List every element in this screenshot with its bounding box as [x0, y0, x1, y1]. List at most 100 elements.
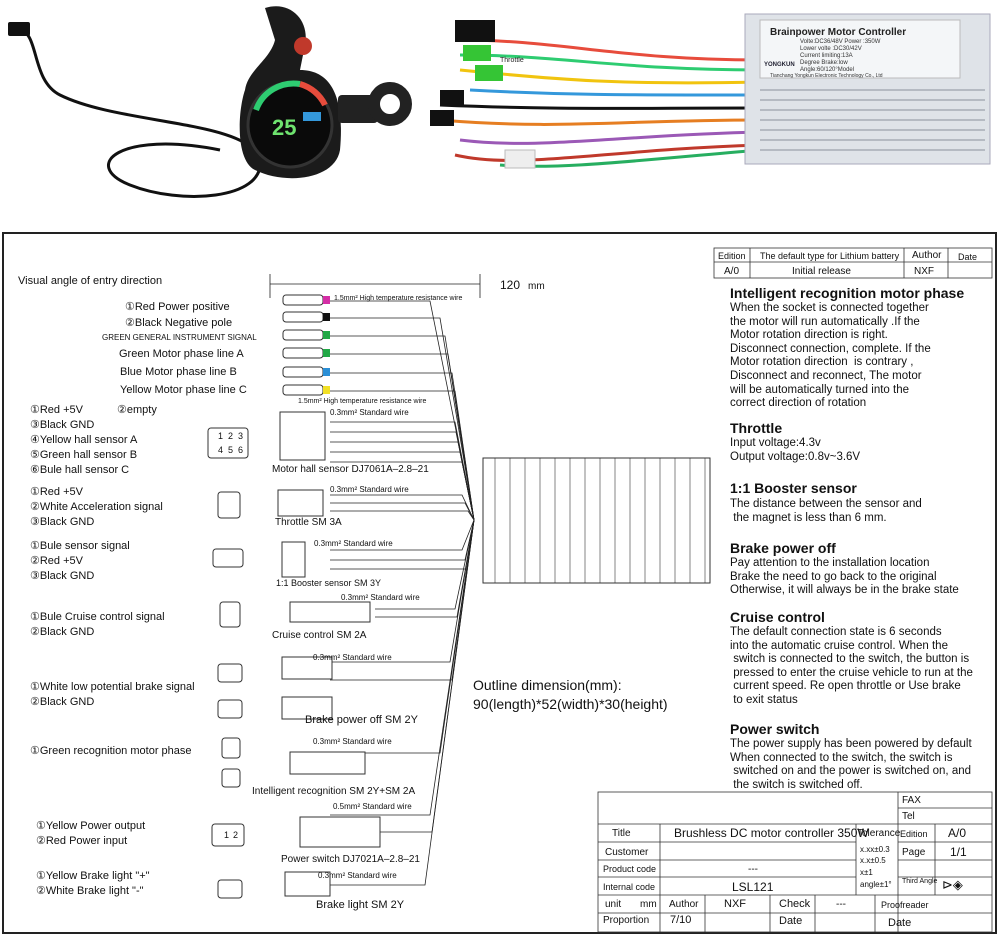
- power-switch-pin-2: ②Red Power input: [36, 835, 128, 847]
- recog-plug-icon-1: [221, 737, 241, 759]
- hall-pin-1: ①Red +5V: [30, 404, 83, 416]
- booster-std-wire: 0.3mm² Standard wire: [314, 539, 393, 548]
- wire-fan: [330, 300, 475, 886]
- display-speed: 25: [272, 115, 296, 140]
- note-body-cruise: The default connection state is 6 second…: [730, 626, 973, 706]
- throttle-pin-3: ③Black GND: [30, 516, 95, 528]
- plate-line-1: Volte:DC36/48V Power :350W: [800, 39, 881, 45]
- power-switch-connector-name: Power switch DJ7021A–2.8–21: [281, 854, 420, 865]
- outline-dimension-title: Outline dimension(mm):: [473, 677, 622, 693]
- plate-line-3: Current limiting:13A: [800, 53, 853, 59]
- note-body-power-switch: The power supply has been powered by def…: [730, 738, 972, 791]
- note-heading-brake: Brake power off: [730, 540, 836, 556]
- booster-plug-icon: [212, 548, 244, 568]
- brake-connector-2: [281, 696, 333, 720]
- rev-type-note: The default type for Lithium battery: [760, 251, 900, 261]
- throttle-tag: Throttle: [500, 57, 524, 64]
- entry-direction-label: Visual angle of entry direction: [18, 275, 163, 287]
- green-signal-label: GREEN GENERAL INSTRUMENT SIGNAL: [102, 333, 257, 342]
- booster-pin-2: ②Red +5V: [30, 555, 83, 567]
- projection-symbol-icon: ⊳◈: [942, 877, 963, 892]
- brake-light-std-wire: 0.3mm² Standard wire: [318, 871, 397, 880]
- controller-outline: [482, 457, 711, 584]
- revision-table-grid: [713, 247, 993, 279]
- cruise-connector-name: Cruise control SM 2A: [272, 630, 367, 641]
- tb-tel: Tel: [902, 811, 915, 822]
- recognition-std-wire: 0.3mm² Standard wire: [313, 737, 392, 746]
- power-positive-label: ①Red Power positive: [125, 301, 230, 313]
- brake-pin-2: ②Black GND: [30, 696, 95, 708]
- tb-date-2: Date: [888, 917, 912, 929]
- hall-plug-1: 1: [218, 431, 224, 441]
- note-heading-power-switch: Power switch: [730, 721, 820, 737]
- display-cable-plug: [8, 22, 30, 36]
- rev-note: Initial release: [792, 266, 851, 277]
- tb-third-angle: Third Angle: [902, 878, 938, 885]
- hall-pin-2: ②empty: [117, 404, 157, 416]
- note-heading-recognition: Intelligent recognition motor phase: [730, 285, 965, 301]
- brake-light-connector: [284, 871, 331, 897]
- plate-line-5: Angle:60/120°Model: [800, 67, 854, 73]
- product-photo-drawing: 25: [8, 6, 991, 198]
- rev-author: NXF: [914, 266, 934, 277]
- brake-plug-icon-2: [217, 699, 243, 719]
- brake-light-plug: [217, 879, 243, 899]
- throttle-std-wire: 0.3mm² Standard wire: [330, 485, 409, 494]
- tb-author-value: NXF: [724, 898, 746, 910]
- display-cable: [17, 28, 262, 198]
- power-switch-std-wire: 0.5mm² Standard wire: [333, 802, 412, 811]
- brake-connector-name: Brake power off SM 2Y: [305, 714, 418, 726]
- plate-company: Tianchang Yongkun Electronic Technology …: [770, 73, 883, 79]
- wiring-diagram-sheet: [2, 232, 997, 934]
- tb-tol-3: x±1: [860, 868, 873, 877]
- rev-author-header: Author: [912, 250, 942, 261]
- brake-plug-icon-1: [217, 663, 243, 683]
- wire-note-top: 1.5mm² High temperature resistance wire: [334, 295, 463, 302]
- note-body-throttle: Input voltage:4.3v Output voltage:0.8v~3…: [730, 437, 861, 463]
- cruise-pin-2: ②Black GND: [30, 626, 95, 638]
- tb-tol-2: x.x±0.5: [860, 856, 886, 865]
- cruise-std-wire: 0.3mm² Standard wire: [341, 593, 420, 602]
- battery-bar-icon: [303, 112, 321, 121]
- tb-product-code-label: Product code: [603, 864, 657, 874]
- cruise-plug-icon: [219, 601, 241, 628]
- plate-line-4: Degree Brake:low: [800, 60, 848, 66]
- tb-author-label: Author: [669, 899, 699, 910]
- power-negative-label: ②Black Negative pole: [125, 317, 233, 329]
- throttle-connector-name: Throttle SM 3A: [275, 517, 342, 528]
- tb-title-value: Brushless DC motor controller 350W: [674, 826, 869, 840]
- brake-light-pin-1: ①Yellow Brake light "+": [36, 870, 150, 882]
- brake-std-wire: 0.3mm² Standard wire: [313, 653, 392, 662]
- throttle-pin-1: ①Red +5V: [30, 486, 83, 498]
- tb-fax: FAX: [902, 795, 921, 806]
- power-switch-connector: [299, 816, 381, 848]
- recognition-connector-shape: [289, 751, 366, 775]
- throttle-plug-icon: [217, 491, 241, 519]
- tb-tolerance: Tolerance: [857, 828, 901, 839]
- length-label: 120: [500, 278, 521, 292]
- recog-plug-icon-2: [221, 768, 241, 788]
- power-terminals: [282, 294, 330, 396]
- phase-c-label: Yellow Motor phase line C: [120, 384, 247, 396]
- motor-controller-box: [744, 13, 991, 165]
- plate-brand: YONGKUN: [764, 62, 795, 68]
- cruise-connector-shape: [289, 601, 371, 623]
- hall-connector-name: Motor hall sensor DJ7061A–2.8–21: [272, 464, 429, 475]
- note-body-brake: Pay attention to the installation locati…: [730, 557, 959, 597]
- length-unit: mm: [528, 281, 545, 292]
- hall-plug-6: 6: [238, 445, 244, 455]
- note-heading-throttle: Throttle: [730, 420, 783, 436]
- hall-pin-5: ⑤Green hall sensor B: [30, 449, 138, 461]
- controller-plate-title: Brainpower Motor Controller: [770, 27, 906, 38]
- rev-edition-header: Edition: [718, 251, 746, 261]
- hall-pin-4: ④Yellow hall sensor A: [30, 434, 138, 446]
- tb-tol-4: angle±1°: [860, 880, 892, 889]
- tb-customer-label: Customer: [605, 847, 649, 858]
- plate-line-2: Lower volte :DC30/42V: [800, 46, 862, 52]
- hall-std-wire: 0.3mm² Standard wire: [330, 408, 409, 417]
- hall-plug-4: 4: [218, 445, 224, 455]
- note-heading-cruise: Cruise control: [730, 609, 825, 625]
- speed-arc-green: [253, 80, 301, 112]
- hall-pin-6: ⑥Bule hall sensor C: [30, 464, 130, 476]
- title-block-grid: [597, 791, 993, 933]
